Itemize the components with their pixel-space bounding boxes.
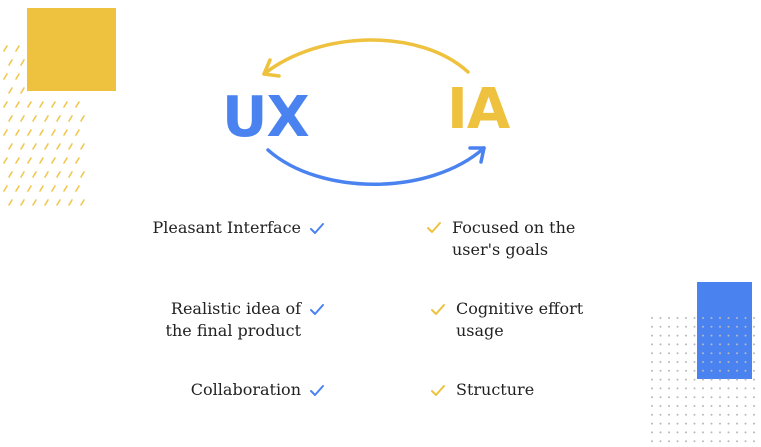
check-icon — [427, 222, 441, 233]
decorative-yellow-dash-pattern — [3, 45, 85, 206]
ux-feature-collaboration: Collaboration — [191, 379, 325, 401]
check-icon — [431, 304, 445, 315]
ia-feature-cognitive-effort: Cognitive effort usage — [430, 298, 583, 342]
feature-text: user's goals — [452, 240, 549, 259]
feature-text: Collaboration — [190, 380, 301, 399]
decorative-gray-dot-pattern — [651, 317, 755, 443]
feature-text: Focused on the — [452, 218, 576, 237]
feature-text: the final product — [165, 321, 301, 340]
ux-label: UX — [222, 85, 310, 150]
ia-feature-structure: Structure — [430, 379, 534, 401]
ux-feature-pleasant-interface: Pleasant Interface — [152, 217, 325, 239]
check-icon — [310, 385, 324, 396]
decorative-blue-square — [697, 282, 752, 379]
feature-text: Pleasant Interface — [152, 218, 301, 237]
feature-text: usage — [456, 321, 504, 340]
ux-feature-realistic-idea: Realistic idea of the final product — [166, 298, 325, 342]
feature-text: Structure — [456, 380, 535, 399]
check-icon — [431, 385, 445, 396]
feature-text: Cognitive effort — [456, 299, 584, 318]
check-icon — [310, 304, 324, 315]
curved-arrow-left-icon — [262, 38, 470, 78]
ia-feature-focused-goals: Focused on the user's goals — [426, 217, 575, 261]
check-icon — [310, 223, 324, 234]
curved-arrow-right-icon — [266, 146, 486, 186]
feature-text: Realistic idea of — [170, 299, 301, 318]
decorative-yellow-square — [27, 8, 116, 91]
ia-label: IA — [447, 77, 510, 142]
